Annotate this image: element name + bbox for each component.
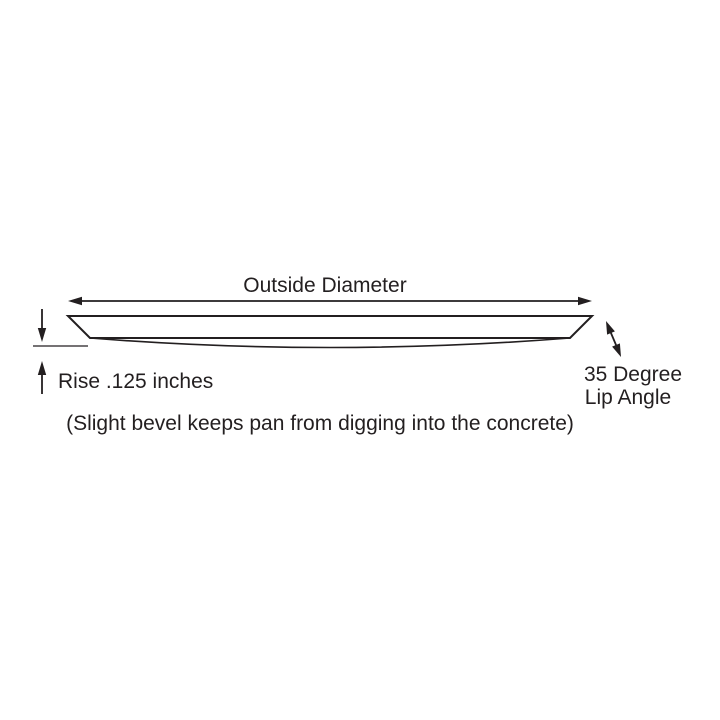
- arrowhead-down-icon: [37, 328, 47, 342]
- pan-cross-section: [65, 315, 595, 349]
- arrowhead-lower-icon: [612, 343, 621, 357]
- pan-bottom-curve: [89, 337, 571, 349]
- outside-diameter-arrow: [68, 296, 592, 306]
- arrowhead-left-icon: [68, 296, 82, 306]
- arrowhead-right-icon: [578, 296, 592, 306]
- arrowhead-up-icon: [37, 361, 47, 375]
- lip-angle-label-line1: 35 Degree: [584, 363, 682, 386]
- rise-label: Rise .125 inches: [58, 370, 213, 393]
- pan-cross-section-outline: [65, 315, 595, 339]
- lip-angle-dimension: 35 Degree Lip Angle: [584, 321, 682, 409]
- lip-angle-label-line2: Lip Angle: [585, 386, 671, 409]
- rise-arrow-up: [37, 361, 47, 394]
- arrowhead-upper-icon: [606, 321, 615, 335]
- caption: (Slight bevel keeps pan from digging int…: [66, 412, 574, 435]
- outside-diameter-label: Outside Diameter: [243, 274, 406, 297]
- rise-arrow-down: [37, 309, 47, 342]
- rise-dimension: Rise .125 inches: [33, 309, 213, 394]
